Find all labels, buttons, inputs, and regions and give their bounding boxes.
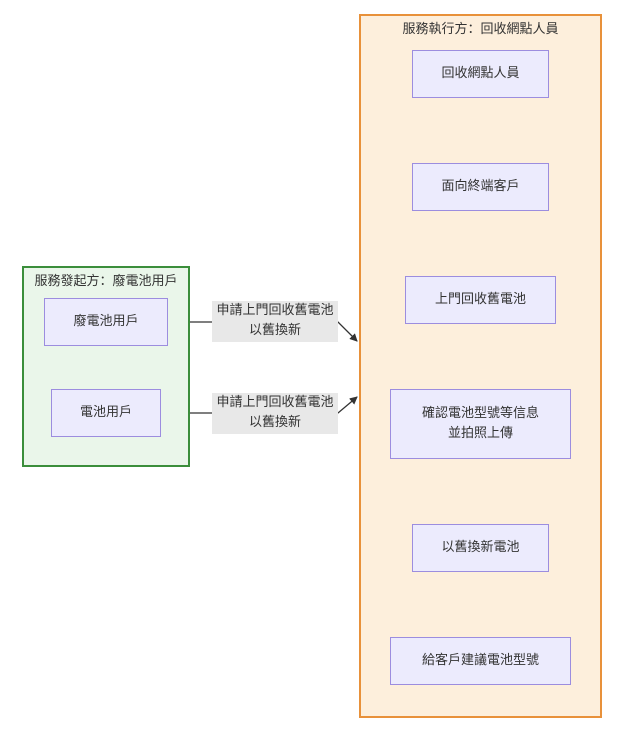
- edge-label-request-1: 申請上門回收舊電池 以舊換新: [212, 301, 338, 342]
- executor-cluster-title: 服務執行方：回收網點人員: [402, 22, 559, 37]
- node-confirm-model[interactable]: 確認電池型號等信息 並拍照上傳: [390, 389, 571, 459]
- node-face-customer[interactable]: 面向終端客戶: [412, 163, 549, 211]
- node-recycler[interactable]: 回收網點人員: [412, 50, 549, 98]
- initiator-cluster-title: 服務發起方：廢電池用戶: [34, 274, 178, 289]
- node-trade-in[interactable]: 以舊換新電池: [412, 524, 549, 572]
- node-advise-model[interactable]: 給客戶建議電池型號: [390, 637, 571, 685]
- node-door-recycle[interactable]: 上門回收舊電池: [405, 276, 556, 324]
- edge-label-request-2: 申請上門回收舊電池 以舊換新: [212, 393, 338, 434]
- executor-cluster: 服務執行方：回收網點人員: [359, 14, 602, 718]
- node-waste-battery-user[interactable]: 廢電池用戶: [44, 298, 168, 346]
- node-battery-user[interactable]: 電池用戶: [51, 389, 161, 437]
